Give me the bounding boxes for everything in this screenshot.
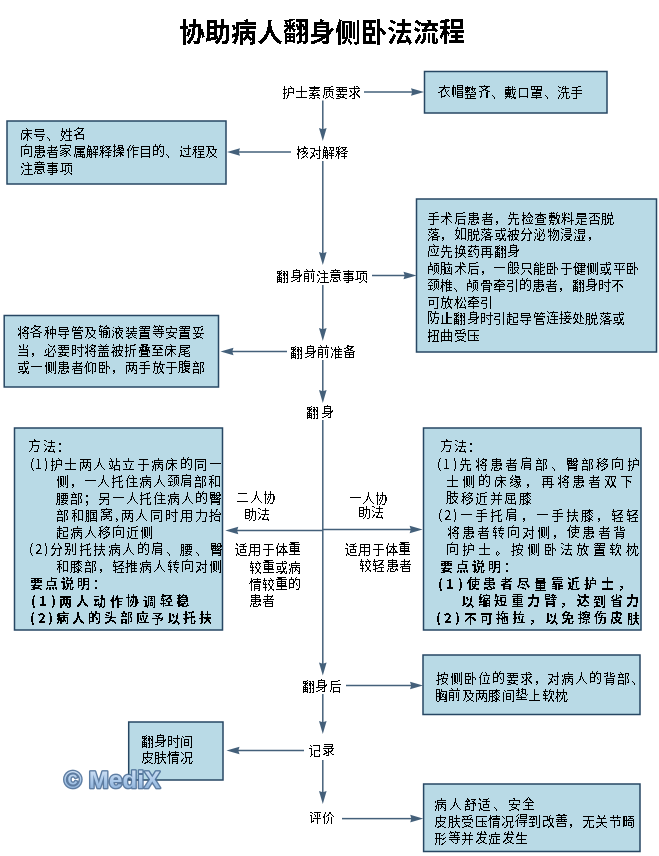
svg-text:© MediX: © MediX — [64, 767, 160, 794]
svg-text:© MediX: © MediX — [64, 767, 160, 794]
